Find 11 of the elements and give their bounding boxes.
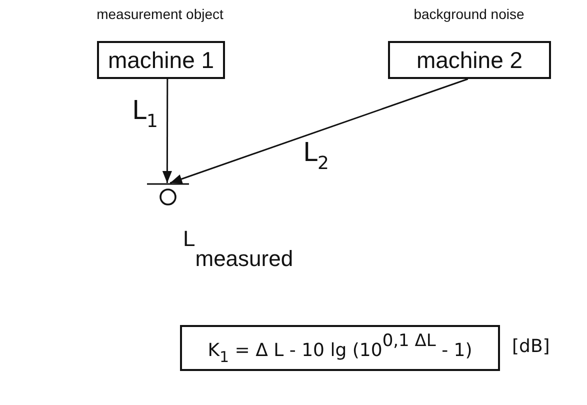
node-label: machine 2 [416,46,523,74]
arrow [170,78,468,184]
caption-label: measurement object [96,6,224,22]
microphone-symbol [147,183,189,206]
machine-box [97,41,225,79]
caption-label: background noise [414,6,524,22]
unit-label: [dB] [512,336,550,357]
machine-box [388,41,551,79]
arrow [162,79,172,183]
node-label: machine 1 [108,46,214,74]
formula-box [180,325,500,371]
